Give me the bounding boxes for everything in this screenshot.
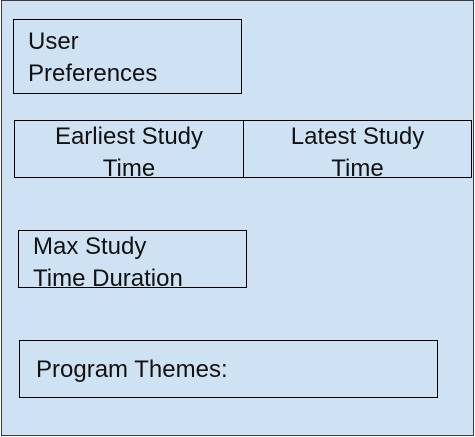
earliest-study-time-label-line2: Time <box>102 155 156 182</box>
latest-study-time-field[interactable]: Latest Study Time <box>243 120 472 182</box>
latest-study-time-label-line1: Latest Study <box>290 123 425 150</box>
user-preferences-title-line1: User <box>28 28 79 55</box>
max-study-time-duration-label-line2: Time Duration <box>33 265 183 292</box>
max-study-time-duration-label-line1: Max Study <box>33 233 147 260</box>
user-preferences-box: User Preferences <box>13 19 242 94</box>
max-study-time-duration-field[interactable]: Max Study Time Duration <box>18 230 247 292</box>
latest-study-time-label-line2: Time <box>331 155 384 182</box>
user-preferences-title-line2: Preferences <box>28 60 158 87</box>
program-themes-field[interactable]: Program Themes: <box>19 340 438 398</box>
program-themes-label: Program Themes: <box>36 356 228 383</box>
earliest-study-time-field[interactable]: Earliest Study Time <box>14 120 244 182</box>
earliest-study-time-label-line1: Earliest Study <box>54 123 204 150</box>
